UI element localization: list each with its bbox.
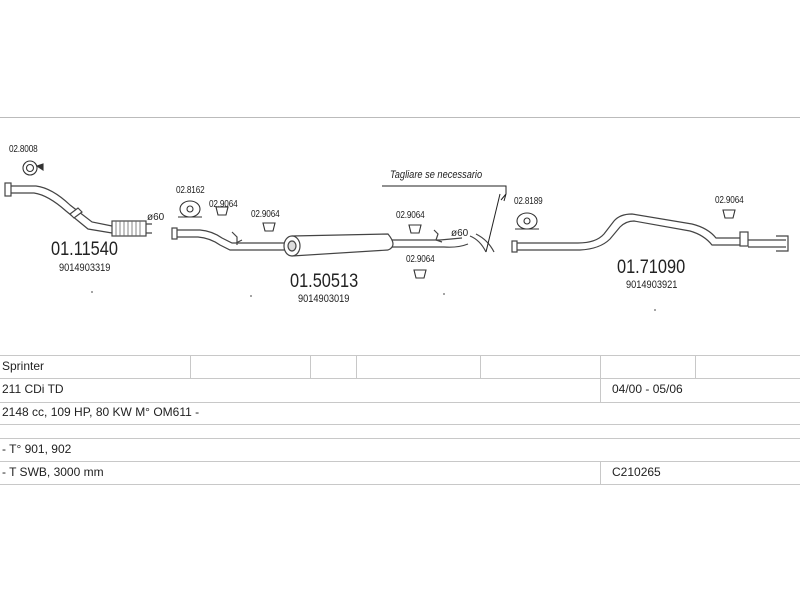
table-divider xyxy=(695,355,696,378)
rubber-mount-icon xyxy=(178,200,202,218)
mount-icon xyxy=(262,222,276,232)
model-cell: Sprinter xyxy=(2,359,45,373)
body-cell: - T SWB, 3000 mm xyxy=(2,465,104,479)
part-code: 01.11540 xyxy=(51,239,118,260)
rear-bracket xyxy=(739,231,749,247)
ref-cell: C210265 xyxy=(612,465,661,479)
table-divider xyxy=(0,402,800,403)
part-code: 01.71090 xyxy=(617,257,686,278)
table-divider xyxy=(310,355,311,378)
part-number: 9014903319 xyxy=(59,262,111,274)
clip-code: 02.8162 xyxy=(176,185,205,196)
table-divider xyxy=(0,355,800,356)
table-divider xyxy=(0,424,800,425)
clip-code: 02.8189 xyxy=(514,196,543,207)
table-divider xyxy=(0,378,800,379)
table-divider xyxy=(356,355,357,378)
clip-code: 02.9064 xyxy=(251,209,280,220)
part-code: 01.50513 xyxy=(290,271,359,292)
clip-code: 02.9064 xyxy=(715,195,744,206)
diameter-label: ø60 xyxy=(451,228,469,239)
top-border xyxy=(0,117,800,118)
years-cell: 04/00 - 05/06 xyxy=(612,382,683,396)
middle-pipe xyxy=(174,229,286,244)
clip-code: 02.9064 xyxy=(396,210,425,221)
flex-coupling xyxy=(111,220,147,237)
exhaust-drawing xyxy=(4,160,789,311)
clip-code: 02.9064 xyxy=(209,199,238,210)
engine-cell: 2148 cc, 109 HP, 80 KW M° OM611 - xyxy=(2,405,200,419)
table-divider xyxy=(0,438,800,439)
type-cell: - T° 901, 902 xyxy=(2,442,72,456)
table-divider xyxy=(480,355,481,378)
table-divider xyxy=(600,461,601,484)
table-divider xyxy=(190,355,191,378)
variant-cell: 211 CDi TD xyxy=(2,382,64,396)
mount-icon xyxy=(722,209,736,219)
rubber-mount-icon xyxy=(515,212,539,230)
table-divider xyxy=(600,355,601,402)
front-pipe xyxy=(8,185,113,227)
mount-icon xyxy=(413,269,427,279)
diameter-label: ø60 xyxy=(147,212,165,223)
clamp-ring-icon xyxy=(22,160,44,176)
cut-note: Tagliare se necessario xyxy=(390,169,483,181)
table-divider xyxy=(0,461,800,462)
clip-code: 02.9064 xyxy=(406,254,435,265)
mount-icon xyxy=(215,206,229,216)
cut-arrow xyxy=(485,193,501,253)
part-number: 9014903019 xyxy=(298,293,350,305)
table-divider xyxy=(0,484,800,485)
rear-pipe xyxy=(514,213,786,244)
middle-silencer xyxy=(286,233,394,257)
mount-icon xyxy=(408,224,422,234)
clip-code: 02.8008 xyxy=(9,144,38,155)
front-flange xyxy=(4,182,12,197)
part-number: 9014903921 xyxy=(626,279,678,291)
